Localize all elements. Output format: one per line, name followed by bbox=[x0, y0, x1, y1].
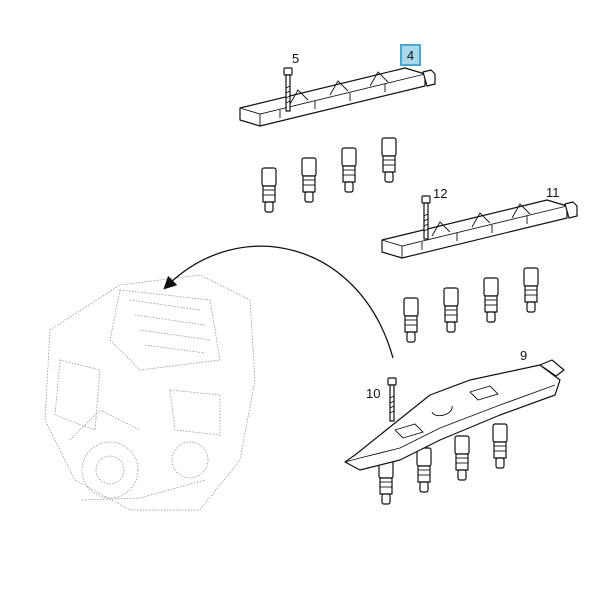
callout-5[interactable]: 5 bbox=[292, 51, 300, 66]
engine-illustration[interactable] bbox=[44, 274, 256, 511]
callout-11[interactable]: 11 bbox=[546, 185, 560, 200]
callout-10[interactable]: 10 bbox=[366, 386, 381, 401]
ignition-coil-part-4[interactable] bbox=[239, 67, 436, 213]
bolt-part-10[interactable] bbox=[387, 377, 397, 422]
ignition-coil-part-9[interactable] bbox=[344, 359, 565, 505]
callout-12[interactable]: 12 bbox=[433, 186, 448, 201]
callout-4-highlighted[interactable]: 4 bbox=[400, 44, 421, 66]
callout-9[interactable]: 9 bbox=[520, 348, 528, 363]
ignition-coil-part-11[interactable] bbox=[381, 199, 578, 343]
assembly-arrow bbox=[163, 245, 394, 359]
